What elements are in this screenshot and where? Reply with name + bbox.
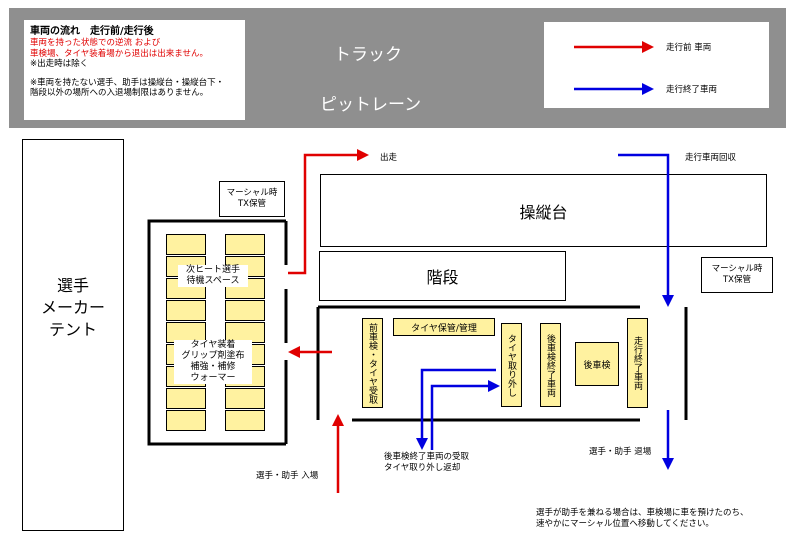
marshal-tx-storage-left: マーシャル時 TX保管 xyxy=(219,181,285,217)
flow-note-info-1: ※車両を持たない選手、助手は操縦台・操縦台下・ xyxy=(30,77,225,88)
flow-note-info-2: 階段以外の場所への入退場制限はありません。 xyxy=(30,88,209,98)
flow-note-warning-1: 車両を持った状態での逆流 および xyxy=(30,38,161,48)
run-done-label: 走行終了車両 xyxy=(632,336,642,390)
flow-note-warning-2: 車検場、タイヤ装着場から退出は出来ません。 xyxy=(30,48,208,59)
waiting-slot xyxy=(166,234,206,255)
pitlane-label: ピットレーン xyxy=(320,95,422,115)
tire-fitting-area: タイヤ装着 グリップ剤塗布 補強・補修 ウォーマー xyxy=(174,340,252,384)
legend: 走行前 車両 走行終了車両 xyxy=(544,22,769,108)
start-label: 出走 xyxy=(380,153,398,163)
tent-label-2: メーカー xyxy=(40,298,105,317)
track-label: トラック xyxy=(334,45,402,65)
return-label: 後車検終了車両の受取 タイヤ取り外し返却 xyxy=(384,452,470,473)
driver-stand: 操縦台 xyxy=(320,174,767,247)
waiting-slot xyxy=(166,300,206,321)
marshal-tx-storage-right: マーシャル時 TX保管 xyxy=(701,257,773,293)
run-done-zone: 走行終了車両 xyxy=(627,318,648,408)
tire-removal-zone: タイヤ取り外し xyxy=(501,323,522,407)
tire-storage-zone: タイヤ保管/管理 xyxy=(393,318,495,336)
waiting-slot xyxy=(225,300,265,321)
post-inspection-zone: 後車検 xyxy=(575,342,619,386)
post-inspection-done-zone: 後車検終了車両 xyxy=(540,323,561,407)
exit-label: 選手・助手 退場 xyxy=(589,447,652,457)
flow-note-title: 車両の流れ 走行前/走行後 xyxy=(30,26,154,37)
pre-inspection-zone: 前車検・タイヤ受取 xyxy=(362,318,383,408)
flow-note-exception: ※出走時は除く xyxy=(30,59,89,69)
tire-removal-label: タイヤ取り外し xyxy=(506,333,516,397)
waiting-slot xyxy=(166,388,206,409)
collect-label: 走行車両回収 xyxy=(685,153,737,163)
tent-label-1: 選手 xyxy=(56,276,89,295)
post-inspection-done-label: 後車検終了車両 xyxy=(545,333,555,397)
flow-note-box: 車両の流れ 走行前/走行後 車両を持った状態での逆流 および 車検場、タイヤ装着… xyxy=(24,20,245,120)
waiting-slot xyxy=(225,234,265,255)
waiting-slot xyxy=(225,388,265,409)
legend-blue-label: 走行終了車両 xyxy=(666,85,718,95)
footnote: 選手が助手を兼ねる場合は、車検場に車を預けたのち、 速やかにマーシャル位置へ移動… xyxy=(536,508,749,529)
stairs: 階段 xyxy=(319,251,566,301)
waiting-slot xyxy=(225,410,265,431)
enter-label: 選手・助手 入場 xyxy=(256,471,319,481)
driver-maker-tent: 選手 メーカー テント xyxy=(22,139,124,531)
pre-inspection-label: 前車検・タイヤ受取 xyxy=(367,322,377,404)
waiting-slot xyxy=(166,410,206,431)
legend-red-label: 走行前 車両 xyxy=(666,43,712,53)
next-heat-waiting-space: 次ヒート選手 待機スペース xyxy=(178,265,248,287)
tent-label-3: テント xyxy=(48,320,97,339)
